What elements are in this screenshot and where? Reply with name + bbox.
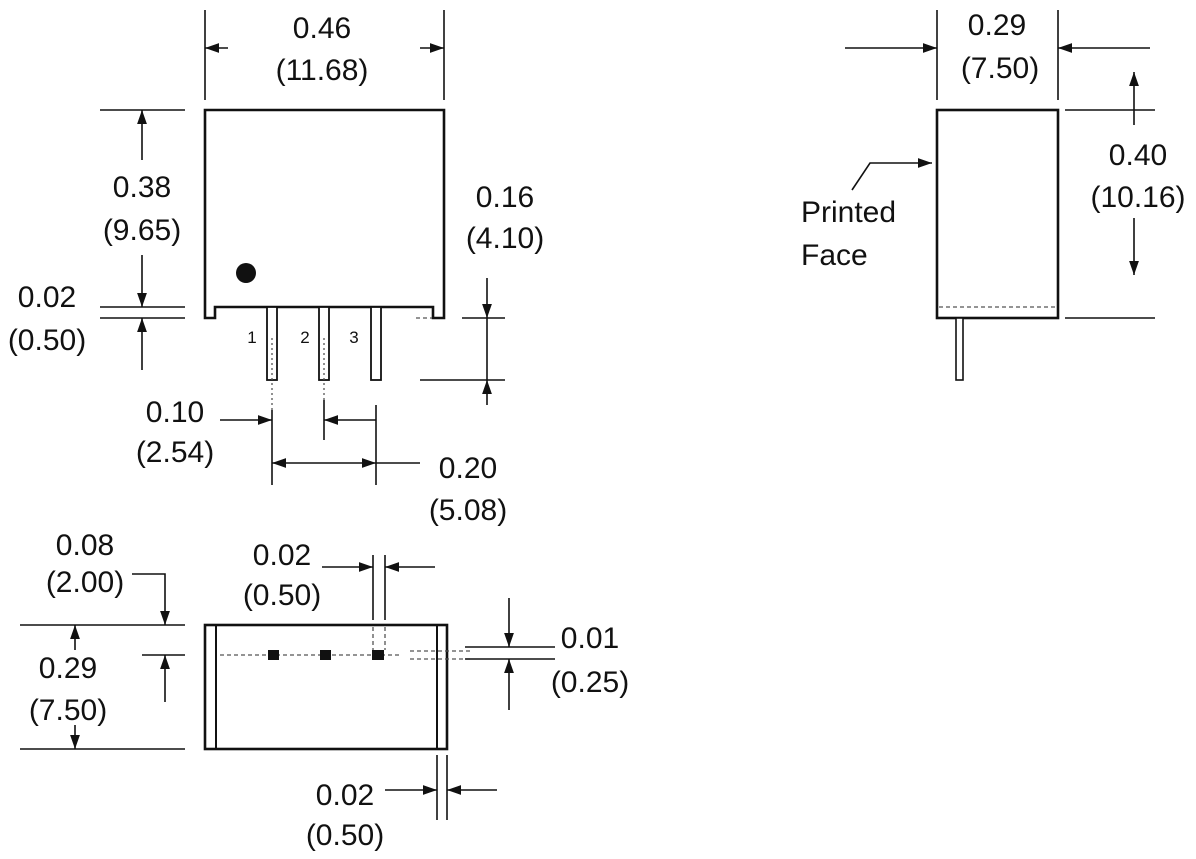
bottom-view: 0.02 (0.50) 0.01 (0.25) 0.29 (7.50) 0.08… <box>20 529 629 852</box>
span-dim-in: 0.20 <box>439 452 497 485</box>
span-dim-mm: (5.08) <box>429 494 507 527</box>
pin-length-dim-mm: (4.10) <box>466 222 544 255</box>
side-pin <box>955 317 964 381</box>
bottom-depth-in: 0.29 <box>39 652 97 685</box>
pin-thickness-in: 0.01 <box>561 622 619 655</box>
pad-2 <box>320 650 331 660</box>
pin-label-1: 1 <box>247 328 256 347</box>
printed-face-label-1: Printed <box>801 196 896 229</box>
standoff-dim-in: 0.02 <box>18 281 76 314</box>
pin-width-mm: (0.50) <box>243 579 321 612</box>
front-view: 1 2 3 0.46 (11.68) 0.38 (9.65) 0.02 (0.5… <box>8 10 544 527</box>
pin-thickness-mm: (0.25) <box>551 666 629 699</box>
height-dim-mm: (9.65) <box>103 214 181 247</box>
pin-label-2: 2 <box>300 328 309 347</box>
pitch-dim-mm: (2.54) <box>136 436 214 469</box>
pad-1 <box>268 650 279 660</box>
bottom-body <box>203 623 449 751</box>
wall-mm: (0.50) <box>306 819 384 852</box>
pin-offset-in: 0.08 <box>56 529 114 562</box>
side-body <box>935 108 1060 320</box>
side-height-mm: (10.16) <box>1090 181 1185 214</box>
pad-3 <box>372 650 384 660</box>
package-body <box>203 108 446 320</box>
side-depth-in: 0.29 <box>968 9 1026 42</box>
side-view: 0.29 (7.50) 0.40 (10.16) Printed Face <box>801 9 1186 381</box>
side-depth-mm: (7.50) <box>961 52 1039 85</box>
pin-3 <box>370 306 382 381</box>
width-dim-mm: (11.68) <box>276 54 369 87</box>
bottom-depth-mm: (7.50) <box>29 694 107 727</box>
wall-in: 0.02 <box>316 779 374 812</box>
pin-offset-mm: (2.00) <box>46 566 124 599</box>
pin-length-dim-in: 0.16 <box>476 181 534 214</box>
side-height-in: 0.40 <box>1109 139 1167 172</box>
pin1-indicator-dot <box>236 263 256 283</box>
height-dim-in: 0.38 <box>113 171 171 204</box>
pin-width-in: 0.02 <box>253 539 311 572</box>
standoff-dim-mm: (0.50) <box>8 324 86 357</box>
pitch-dim-in: 0.10 <box>146 396 204 429</box>
pin-label-3: 3 <box>349 328 358 347</box>
printed-face-label-2: Face <box>801 239 868 272</box>
width-dim-in: 0.46 <box>293 12 351 45</box>
